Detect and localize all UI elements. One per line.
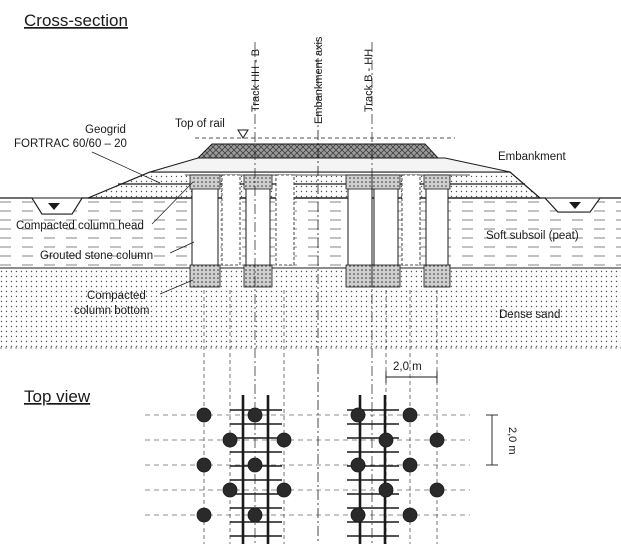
column-dot — [276, 482, 292, 498]
label-compacted-column-bottom-1: Compacted — [87, 290, 146, 302]
water-level-right-icon — [569, 202, 581, 209]
column-dot — [196, 407, 212, 423]
column-dot — [378, 432, 394, 448]
label-grouted-stone-column: Grouted stone column — [40, 250, 153, 262]
embankment-body — [87, 171, 542, 199]
top-view-heading: Top view — [24, 387, 91, 406]
column-dot — [402, 407, 418, 423]
label-embankment: Embankment — [498, 151, 567, 163]
column-dot — [378, 482, 394, 498]
label-embankment-axis: Embankment axis — [313, 36, 325, 124]
top-view-track-left — [241, 395, 270, 544]
column-dot — [247, 407, 263, 423]
dimension-horizontal-label: 2,0 m — [393, 361, 422, 373]
soft-subsoil-layer — [0, 198, 621, 268]
stone-columns — [189, 174, 451, 288]
column-dot — [247, 507, 263, 523]
column-dot — [429, 432, 445, 448]
label-top-of-rail: Top of rail — [175, 118, 225, 130]
top-of-rail-marker-icon — [237, 129, 249, 139]
column-dot — [350, 507, 366, 523]
column-dot — [350, 457, 366, 473]
column-dot — [402, 507, 418, 523]
stone-column — [345, 174, 375, 288]
stone-column — [243, 174, 273, 288]
stone-column — [423, 174, 451, 288]
top-view-columns — [196, 407, 445, 523]
top-view-grid — [145, 414, 470, 516]
stone-column — [221, 174, 241, 266]
label-compacted-column-head: Compacted column head — [16, 220, 144, 232]
cross-section-heading: Cross-section — [24, 11, 128, 30]
column-dot — [222, 432, 238, 448]
label-fortrac: FORTRAC 60/60 – 20 — [14, 138, 127, 150]
column-dot — [429, 482, 445, 498]
column-dot — [196, 507, 212, 523]
dense-sand-layer — [0, 268, 621, 348]
column-dot — [196, 457, 212, 473]
column-dot — [222, 482, 238, 498]
water-level-left-icon — [48, 203, 60, 210]
embankment-top-layer — [149, 157, 511, 173]
stone-column — [371, 174, 401, 288]
stone-column — [189, 174, 221, 288]
label-geogrid: Geogrid — [85, 124, 126, 136]
stone-column — [275, 174, 295, 266]
label-soft-subsoil: Soft subsoil (peat) — [486, 230, 579, 242]
label-track-b-hh: Track B - HH — [363, 49, 375, 112]
label-track-hh-b: Track HH - B — [250, 49, 262, 112]
dimension-vertical-label: 2,0 m — [506, 427, 518, 455]
column-dot — [247, 457, 263, 473]
label-dense-sand: Dense sand — [499, 309, 560, 321]
label-compacted-column-bottom-2: column bottom — [74, 305, 149, 317]
column-dot — [350, 407, 366, 423]
column-dot — [276, 432, 292, 448]
stone-column — [401, 174, 421, 266]
column-dot — [402, 457, 418, 473]
